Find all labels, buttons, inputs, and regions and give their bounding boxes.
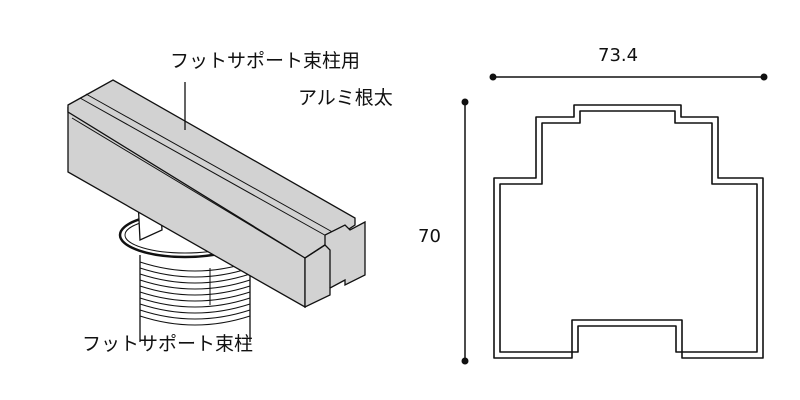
- aluminum-joist-illustration: [67, 79, 366, 309]
- width-dimension-line: [489, 73, 768, 81]
- height-dimension-line: [461, 98, 469, 365]
- height-dimension-label: 70: [418, 226, 441, 247]
- joist-label-line2: アルミ根太: [298, 87, 393, 109]
- joist-cross-section: [493, 104, 764, 359]
- joist-label: フットサポート束柱用: [170, 50, 361, 72]
- width-dimension-label: 73.4: [598, 45, 639, 66]
- post-label: フットサポート束柱: [82, 333, 254, 355]
